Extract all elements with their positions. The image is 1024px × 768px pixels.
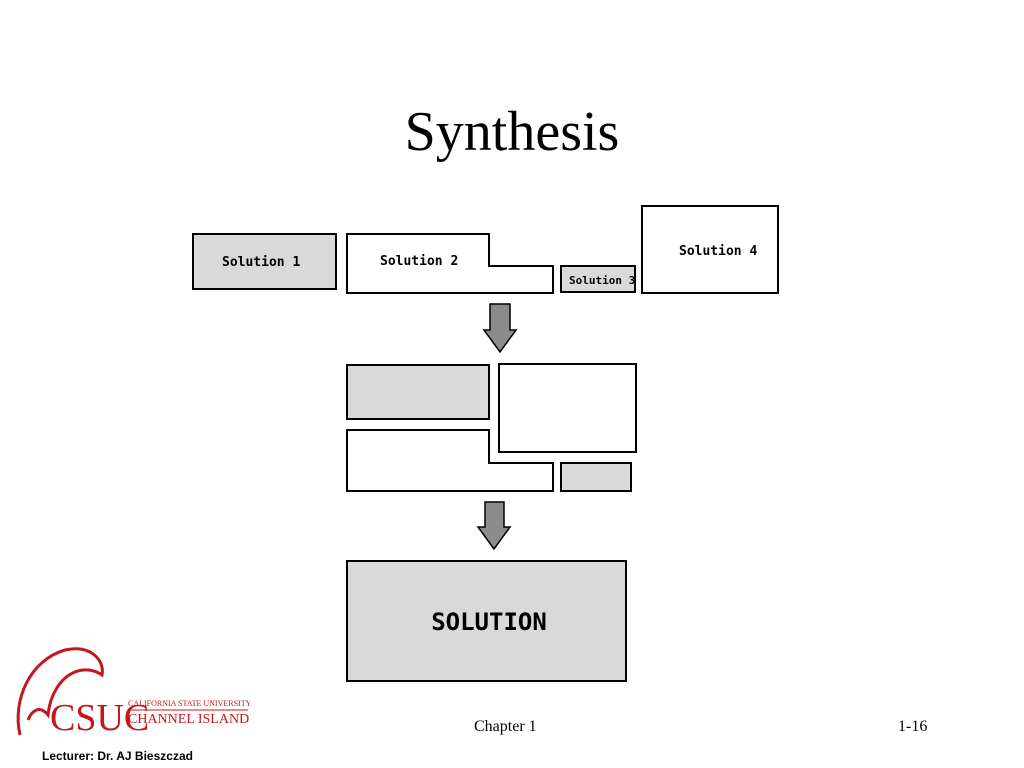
down-arrow-icon <box>482 303 518 354</box>
assembled-piece-2 <box>346 429 554 492</box>
chapter-label: Chapter 1 <box>474 718 537 735</box>
final-solution-label: SOLUTION <box>431 608 547 636</box>
logo-line2: CHANNEL ISLANDS <box>128 712 250 727</box>
down-arrow-icon <box>476 501 512 551</box>
solution-3-label: Solution 3 <box>569 274 635 287</box>
assembled-piece-3 <box>560 462 632 492</box>
slide-title: Synthesis <box>404 101 620 163</box>
assembled-piece-1 <box>346 364 490 420</box>
solution-1-label: Solution 1 <box>222 255 300 270</box>
logo-line1: CALIFORNIA STATE UNIVERSITY <box>128 699 250 708</box>
solution-1-box <box>192 233 337 290</box>
solution-4-box <box>641 205 779 294</box>
lecturer-name: Lecturer: Dr. AJ Bieszczad <box>42 749 193 763</box>
solution-2-label: Solution 2 <box>380 254 458 269</box>
page-number: 1-16 <box>898 718 928 735</box>
csuci-logo: CSUC CALIFORNIA STATE UNIVERSITY CHANNEL… <box>16 647 250 739</box>
assembled-piece-4 <box>498 363 637 453</box>
logo-monogram: CSUC <box>50 697 149 739</box>
solution-3-box <box>560 265 636 293</box>
dolphin-icon <box>16 647 104 736</box>
final-solution-box <box>346 560 627 682</box>
solution-2-box <box>346 233 554 294</box>
solution-4-label: Solution 4 <box>679 244 757 259</box>
